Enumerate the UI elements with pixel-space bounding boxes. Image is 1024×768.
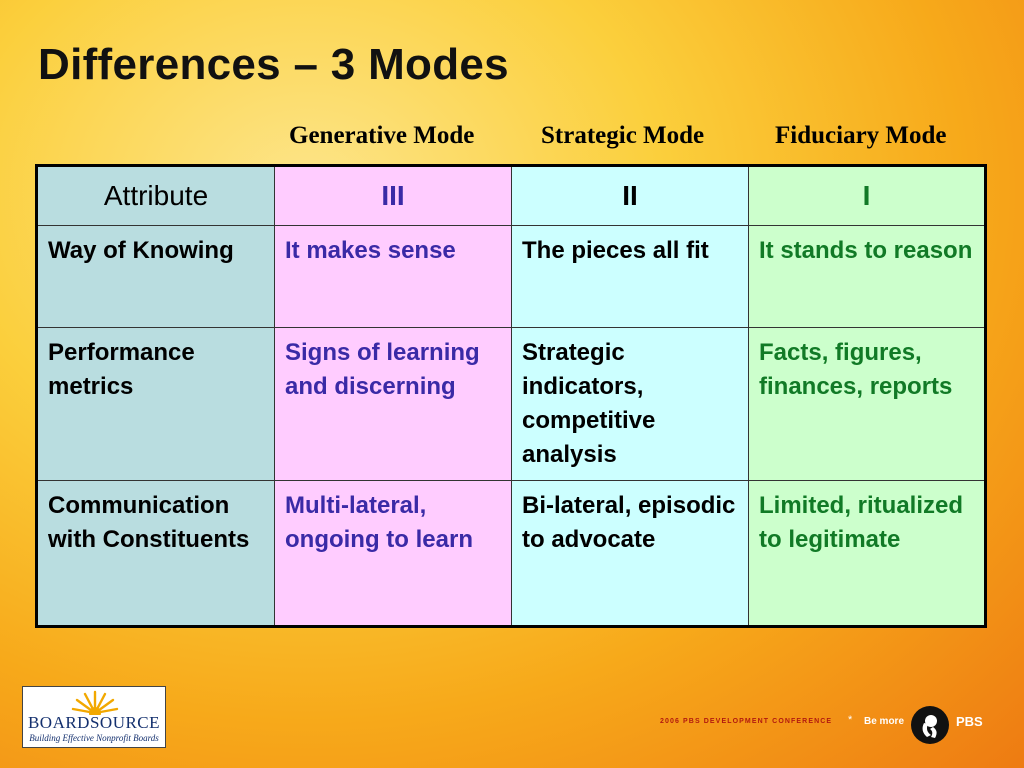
table-cell: Bi-lateral, episodic to advocate (511, 480, 749, 627)
table-cell: The pieces all fit (511, 225, 749, 328)
header-generative: III (274, 165, 512, 226)
modes-table: Attribute III II I Way of Knowing It mak… (35, 164, 987, 628)
mode-label-fiduciary: Fiduciary Mode (775, 122, 947, 149)
table-cell: It makes sense (274, 225, 512, 328)
mode-labels: Generative Mode Strategic Mode Fiduciary… (0, 122, 1024, 154)
pbs-head-icon (911, 706, 949, 744)
mode-label-strategic: Strategic Mode (541, 122, 705, 149)
header-strategic: II (511, 165, 749, 226)
table-cell: Facts, figures, finances, reports (748, 327, 986, 481)
table-cell: Multi-lateral, ongoing to learn (274, 480, 512, 627)
table-cell: Performance metrics (36, 327, 275, 481)
header-attribute: Attribute (36, 165, 275, 226)
logo-name: BOARDSOURCE (27, 713, 161, 732)
table-cell: It stands to reason (748, 225, 986, 328)
table-cell: Communication with Constituents (36, 480, 275, 627)
conference-text: 2006 PBS DEVELOPMENT CONFERENCE (660, 718, 833, 725)
sunburst-icon (71, 690, 119, 715)
table-row: Communication with Constituents Multi-la… (36, 480, 986, 627)
pbs-brand-text: PBS (956, 714, 983, 729)
mode-label-generative: Generative Mode (289, 122, 475, 149)
table-cell: Limited, ritualized to legitimate (748, 480, 986, 627)
boardsource-logo: BOARDSOURCE Building Effective Nonprofit… (22, 686, 166, 748)
table-cell: Way of Knowing (36, 225, 275, 328)
slide-title: Differences – 3 Modes (38, 40, 509, 89)
logo-tagline: Building Effective Nonprofit Boards (29, 733, 159, 743)
table-row: Performance metrics Signs of learning an… (36, 327, 986, 481)
slogan-text: Be more (864, 716, 905, 727)
header-fiduciary: I (748, 165, 986, 226)
table-row: Way of Knowing It makes sense The pieces… (36, 225, 986, 328)
footer-bar: 2006 PBS DEVELOPMENT CONFERENCE * Be mor… (660, 706, 1000, 744)
table-cell: Signs of learning and discerning (274, 327, 512, 481)
table-cell: Strategic indicators, competitive analys… (511, 327, 749, 481)
table-header-row: Attribute III II I (36, 165, 986, 226)
separator-star: * (848, 714, 853, 726)
